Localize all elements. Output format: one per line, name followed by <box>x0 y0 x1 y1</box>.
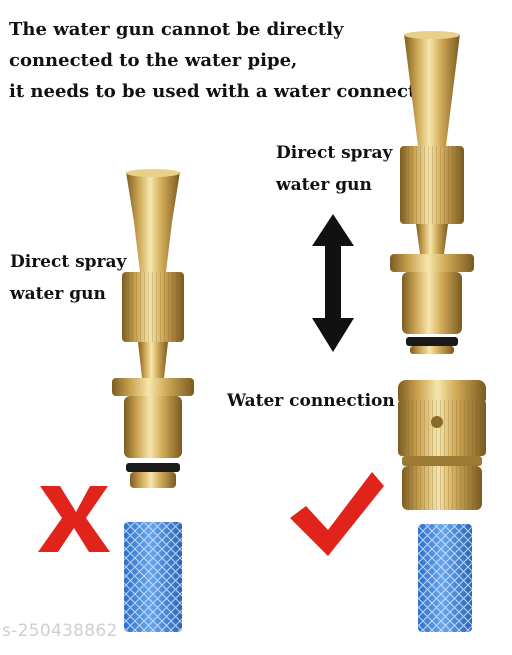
double-arrow-icon <box>312 214 354 352</box>
wrong-mark-x <box>38 486 110 552</box>
left-gun-label-line-2: water gun <box>10 284 106 304</box>
left-hose <box>124 522 182 632</box>
left-gun-label: Direct spray water gun <box>10 246 126 310</box>
watermark: s-250438862 <box>2 621 118 641</box>
connector-label: Water connection <box>227 385 395 417</box>
headline-line-2: connected to the water pipe, <box>9 50 298 71</box>
right-gun-label-line-1: Direct spray <box>276 143 393 163</box>
water-connector <box>398 380 486 510</box>
right-spray-gun <box>390 31 474 354</box>
right-gun-label: Direct spray water gun <box>276 137 392 201</box>
right-hose <box>418 524 472 632</box>
headline-line-3: it needs to be used with a water connect… <box>9 81 438 102</box>
left-gun-label-line-1: Direct spray <box>10 252 127 272</box>
left-spray-gun <box>112 169 194 488</box>
connector-label-text: Water connection <box>227 391 395 411</box>
headline-line-1: The water gun cannot be directly <box>9 19 344 40</box>
right-gun-label-line-2: water gun <box>276 175 372 195</box>
headline: The water gun cannot be directly connect… <box>9 14 438 107</box>
right-mark-check <box>290 472 384 556</box>
